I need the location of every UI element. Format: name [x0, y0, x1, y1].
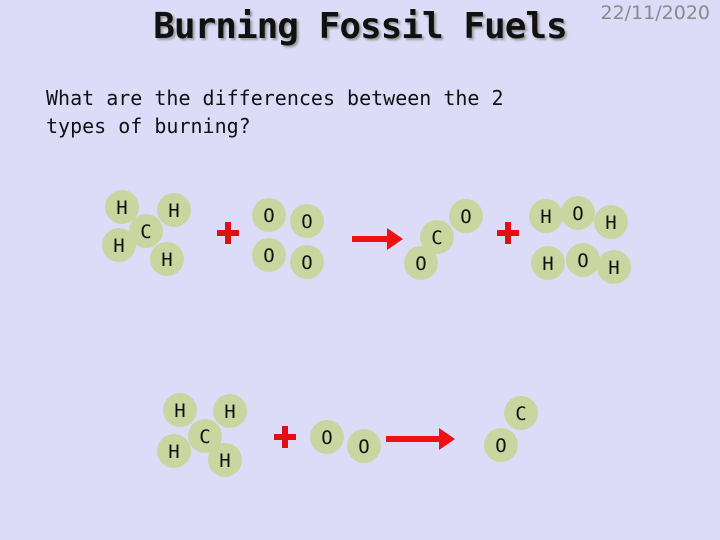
atom-circle [102, 228, 136, 262]
atom-circle [105, 190, 139, 224]
atom-circle [150, 242, 184, 276]
atom-h: H [208, 443, 242, 477]
atom-circle [163, 393, 197, 427]
atom-symbol: O [577, 250, 588, 272]
atom-symbol: C [140, 221, 151, 243]
atom-h: H [150, 242, 184, 276]
atom-circle [504, 396, 538, 430]
atom-h: H [597, 250, 631, 284]
atom-circle [404, 246, 438, 280]
question-text: What are the differences between the 2 t… [46, 86, 504, 138]
atom-circle [157, 193, 191, 227]
atom-circle [347, 429, 381, 463]
atom-symbol: H [168, 441, 179, 463]
atom-symbol: C [431, 227, 442, 249]
atom-circle [252, 198, 286, 232]
atom-circle [310, 420, 344, 454]
atom-symbol: H [116, 197, 127, 219]
atom-circle [531, 246, 565, 280]
atom-o: O [561, 196, 595, 230]
red-plus-icon [497, 222, 519, 244]
atom-o: O [310, 420, 344, 454]
atom-symbol: O [263, 245, 274, 267]
atom-h: H [529, 199, 563, 233]
atom-h: H [531, 246, 565, 280]
atom-circle [449, 199, 483, 233]
atom-circle [188, 419, 222, 453]
atom-o: O [404, 246, 438, 280]
atom-h: H [105, 190, 139, 224]
red-plus-icon [274, 426, 296, 448]
atom-symbol: H [224, 401, 235, 423]
atom-c: C [129, 214, 163, 248]
atom-o: O [347, 429, 381, 463]
atom-h: H [102, 228, 136, 262]
atom-circle [129, 214, 163, 248]
atom-circle [213, 394, 247, 428]
atom-circle [290, 245, 324, 279]
atom-o: O [290, 245, 324, 279]
atom-c: C [420, 220, 454, 254]
symbols-layer [217, 222, 519, 450]
atom-h: H [157, 193, 191, 227]
atom-circle [208, 443, 242, 477]
atom-circle [597, 250, 631, 284]
atom-h: H [213, 394, 247, 428]
atom-symbol: O [263, 205, 274, 227]
atom-o: O [252, 238, 286, 272]
atom-circle [566, 243, 600, 277]
atom-circle [594, 205, 628, 239]
atom-symbol: O [460, 206, 471, 228]
atom-o: O [252, 198, 286, 232]
red-arrow-icon [386, 428, 455, 450]
atom-circle [529, 199, 563, 233]
slide-date: 22/11/2020 [600, 2, 710, 24]
atom-symbol: H [219, 450, 230, 472]
atom-symbol: H [605, 212, 616, 234]
atom-c: C [188, 419, 222, 453]
atom-symbol: H [542, 253, 553, 275]
atom-h: H [594, 205, 628, 239]
atom-circle [561, 196, 595, 230]
atom-symbol: O [415, 253, 426, 275]
atom-symbol: H [113, 235, 124, 257]
atom-o: O [290, 204, 324, 238]
red-plus-icon [217, 222, 239, 244]
atom-h: H [163, 393, 197, 427]
atom-symbol: H [540, 206, 551, 228]
atom-c: C [504, 396, 538, 430]
slide-title: Burning Fossil Fuels [153, 6, 567, 47]
atom-circle [484, 428, 518, 462]
atom-symbol: H [168, 200, 179, 222]
atom-circle [252, 238, 286, 272]
atom-symbol: H [174, 400, 185, 422]
atom-o: O [484, 428, 518, 462]
atom-symbol: O [301, 252, 312, 274]
atom-o: O [449, 199, 483, 233]
atom-symbol: O [301, 211, 312, 233]
atom-symbol: C [515, 403, 526, 425]
atom-symbol: O [358, 436, 369, 458]
atom-circle [420, 220, 454, 254]
atom-symbol: O [572, 203, 583, 225]
atom-symbol: O [495, 435, 506, 457]
atom-h: H [157, 434, 191, 468]
atom-o: O [566, 243, 600, 277]
atom-symbol: C [199, 426, 210, 448]
red-arrow-icon [352, 228, 403, 250]
atom-symbol: H [161, 249, 172, 271]
atom-circle [157, 434, 191, 468]
atom-circle [290, 204, 324, 238]
atom-symbol: O [321, 427, 332, 449]
atom-symbol: H [608, 257, 619, 279]
